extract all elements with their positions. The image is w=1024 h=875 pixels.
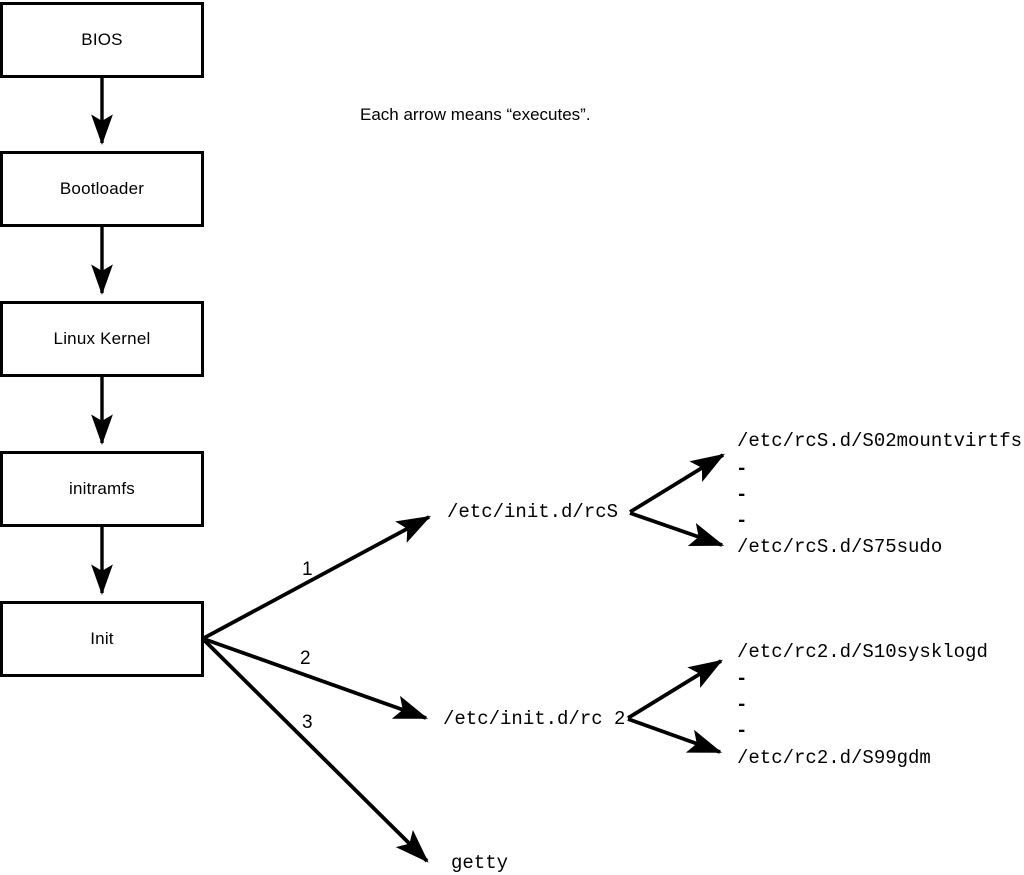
rcs-ellipsis-dash-1: - xyxy=(736,458,748,480)
arrow-init-to-rc2 xyxy=(203,637,429,720)
node-init-label: Init xyxy=(90,629,114,648)
diagram-annotation: Each arrow means “executes”. xyxy=(360,105,591,124)
arrow-rc2-to-first-script xyxy=(627,659,723,720)
rcs-fanout-arrows xyxy=(629,453,725,547)
rcs-ellipsis-dash-3: - xyxy=(736,510,748,532)
rc2-ellipsis-dash-1: - xyxy=(736,668,748,690)
label-rc2-first-script[interactable]: /etc/rc2.d/S10sysklogd xyxy=(737,641,988,663)
node-bootloader-label: Bootloader xyxy=(59,179,145,198)
rc2-ellipsis-dash-3: - xyxy=(736,720,748,742)
arrow-init-to-getty xyxy=(202,638,429,863)
rc2-fanout-arrows xyxy=(627,659,723,754)
node-linux-kernel-label: Linux Kernel xyxy=(53,329,151,348)
label-rcs-last-script[interactable]: /etc/rcS.d/S75sudo xyxy=(737,536,943,558)
init-fanout-arrows xyxy=(202,515,432,863)
node-bootloader[interactable]: Bootloader xyxy=(0,151,204,227)
node-initramfs-label: initramfs xyxy=(68,479,136,498)
label-rc2-last-script[interactable]: /etc/rc2.d/S99gdm xyxy=(737,747,931,769)
node-init[interactable]: Init xyxy=(0,601,204,677)
arrow-rcs-to-last-script xyxy=(629,511,725,547)
branch-number-2: 2 xyxy=(300,648,311,669)
label-rcs-first-script[interactable]: /etc/rcS.d/S02mountvirtfs xyxy=(737,430,1023,452)
branch-number-3: 3 xyxy=(302,712,313,733)
node-initramfs[interactable]: initramfs xyxy=(0,451,204,527)
node-linux-kernel[interactable]: Linux Kernel xyxy=(0,301,204,377)
arrow-rc2-to-last-script xyxy=(627,717,723,754)
branch-number-1: 1 xyxy=(302,559,313,580)
node-bios-label: BIOS xyxy=(81,30,123,49)
rcs-ellipsis-dash-2: - xyxy=(736,484,748,506)
label-getty[interactable]: getty xyxy=(451,852,509,874)
label-etc-init-d-rcs[interactable]: /etc/init.d/rcS xyxy=(447,501,619,523)
node-bios[interactable]: BIOS xyxy=(0,2,204,78)
label-etc-init-d-rc2[interactable]: /etc/init.d/rc 2 xyxy=(443,708,626,730)
rc2-ellipsis-dash-2: - xyxy=(736,694,748,716)
arrow-rcs-to-first-script xyxy=(629,453,725,514)
arrow-init-to-rcs xyxy=(203,515,432,640)
